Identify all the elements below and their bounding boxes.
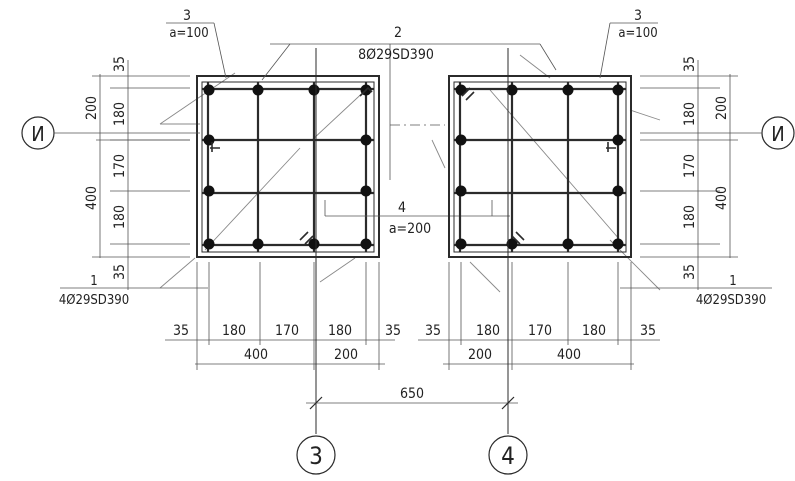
axis-marker-4: 4 — [488, 435, 528, 475]
callout-2-center: 2 8Ø29SD390 — [261, 25, 557, 180]
hdim-right-35-a: 35 — [425, 323, 441, 339]
hdim-right-35-b: 35 — [640, 323, 656, 339]
column-outline-right — [448, 75, 632, 258]
vdim-right-180-b: 180 — [682, 205, 698, 229]
hdim-left-35-a: 35 — [173, 323, 189, 339]
vdim-left-35-top: 35 — [112, 56, 128, 72]
section-mark-left: И — [21, 116, 200, 150]
hdim-right-400: 400 — [557, 347, 581, 363]
axis-lines: 650 — [306, 48, 518, 434]
callout-2-num: 2 — [394, 25, 402, 41]
vdim-right-400: 400 — [714, 186, 730, 210]
vdim-left-180-a: 180 — [112, 102, 128, 126]
vdim-right-170: 170 — [682, 154, 698, 178]
callout-4-num: 4 — [398, 200, 406, 216]
axis-span-650: 650 — [400, 386, 424, 402]
callout-1-right-num: 1 — [729, 274, 736, 289]
callout-4-center: 4 a=200 — [324, 200, 510, 237]
vdim-left-400: 400 — [84, 186, 100, 210]
callout-2-sub: 8Ø29SD390 — [358, 47, 434, 63]
cross-ties-left — [202, 82, 374, 252]
vdim-right — [640, 60, 738, 290]
callout-3-left-sub: a=100 — [169, 26, 208, 41]
callout-3-left-num: 3 — [183, 8, 191, 24]
callout-1-left-sub: 4Ø29SD390 — [59, 293, 129, 308]
callout-3-right-num: 3 — [634, 8, 642, 24]
vdim-left-180-b: 180 — [112, 205, 128, 229]
axis-marker-3: 3 — [296, 435, 336, 475]
callout-4-sub: a=200 — [389, 221, 431, 237]
vdim-right-200: 200 — [714, 96, 730, 120]
callout-1-left: 1 4Ø29SD390 — [59, 274, 208, 308]
diagonal-ties-left — [159, 72, 371, 289]
axis-marker-3-label: 3 — [309, 442, 323, 470]
vdim-left-35-bottom: 35 — [112, 264, 128, 280]
vdim-right-35-top: 35 — [682, 56, 698, 72]
rebars-right — [455, 84, 624, 250]
callout-1-right-sub: 4Ø29SD390 — [696, 293, 766, 308]
column-right: 35 180 170 180 35 200 400 3 a=100 1 4Ø29… — [418, 8, 795, 370]
section-mark-left-label: И — [31, 122, 44, 146]
callout-1-right: 1 4Ø29SD390 — [620, 274, 772, 308]
vdim-left-200: 200 — [84, 96, 100, 120]
callout-1-left-num: 1 — [90, 274, 97, 289]
cross-ties-right — [454, 82, 626, 252]
callout-3-right: 3 a=100 — [599, 8, 658, 79]
hdim-right-200: 200 — [468, 347, 492, 363]
hooks-left — [210, 86, 373, 245]
hdim-right-170: 170 — [528, 323, 552, 339]
vdim-right-35-bottom: 35 — [682, 264, 698, 280]
hdim-right — [418, 262, 660, 370]
hdim-right-180-a: 180 — [476, 323, 500, 339]
axis-marker-4-label: 4 — [501, 442, 515, 470]
hdim-left-180-a: 180 — [222, 323, 246, 339]
column-left: 35 180 170 180 35 200 400 3 a=100 1 4Ø29… — [21, 8, 401, 370]
hdim-left-170: 170 — [275, 323, 299, 339]
vdim-left-170: 170 — [112, 154, 128, 178]
callout-3-right-sub: a=100 — [618, 26, 657, 41]
hdim-left-35-b: 35 — [385, 323, 401, 339]
hdim-left-180-b: 180 — [328, 323, 352, 339]
hdim-left — [165, 262, 395, 370]
section-mark-right-label: И — [771, 122, 784, 146]
column-outline-left — [196, 75, 380, 258]
callout-3-left: 3 a=100 — [166, 8, 227, 79]
section-mark-right: И — [640, 116, 795, 150]
vdim-right-180-a: 180 — [682, 102, 698, 126]
hdim-right-180-b: 180 — [582, 323, 606, 339]
hdim-left-200: 200 — [334, 347, 358, 363]
vdim-left — [92, 60, 190, 290]
hooks-right — [461, 87, 616, 245]
hdim-left-400: 400 — [244, 347, 268, 363]
